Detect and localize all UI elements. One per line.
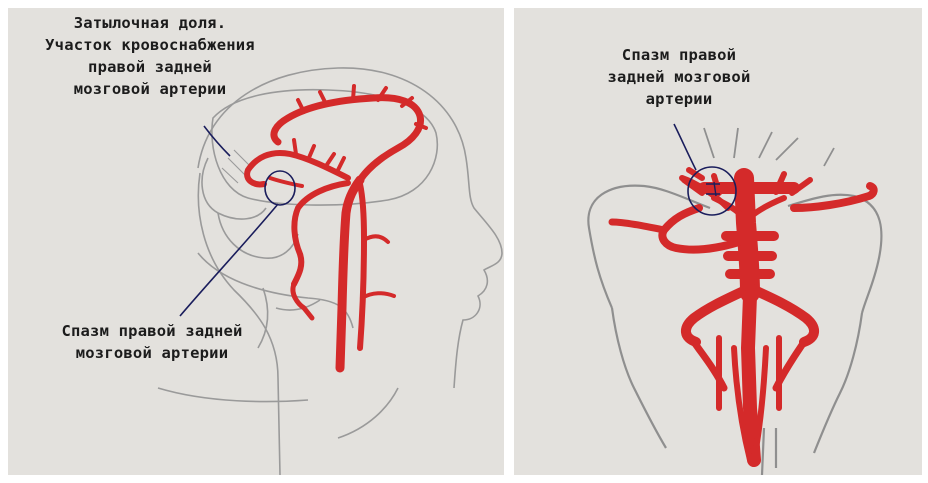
spasm-left-line-2: мозговой артерии <box>14 342 290 364</box>
spasm-label-left: Спазм правой задней мозговой артерии <box>14 320 290 364</box>
head-outline <box>158 68 502 475</box>
spasm-right-line-3: артерии <box>574 88 784 110</box>
spasm-right-line-2: задней мозговой <box>574 66 784 88</box>
occipital-label-line-2: Участок кровоснабжения <box>10 34 290 56</box>
spasm-label-right: Спазм правой задней мозговой артерии <box>574 44 784 110</box>
spasm-left-line-1: Спазм правой задней <box>14 320 290 342</box>
sagittal-head-drawing-panel: Затылочная доля. Участок кровоснабжения … <box>8 8 504 475</box>
basal-arteries-drawing-panel: Спазм правой задней мозговой артерии <box>514 8 922 475</box>
occipital-label-line-3: правой задней <box>10 56 290 78</box>
spasm-right-line-1: Спазм правой <box>574 44 784 66</box>
occipital-label-line-1: Затылочная доля. <box>10 12 290 34</box>
basal-arteries <box>612 170 874 460</box>
occipital-lobe-label: Затылочная доля. Участок кровоснабжения … <box>10 12 290 100</box>
occipital-label-line-4: мозговой артерии <box>10 78 290 100</box>
